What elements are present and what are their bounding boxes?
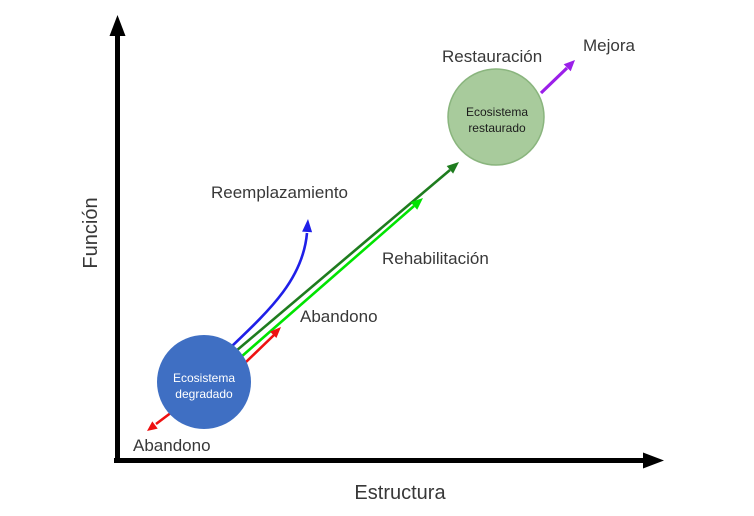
improvement-arrow: [539, 66, 569, 95]
restored-ecosystem-circle: [447, 68, 545, 166]
abandonment-label-lower: Abandono: [133, 436, 211, 455]
rehabilitation-arrowhead: [410, 198, 423, 210]
x-axis-label: Estructura: [354, 482, 446, 504]
x-axis-arrowhead: [643, 452, 664, 469]
rehabilitation-arrow: [240, 205, 415, 358]
restored-ecosystem-label-line2: restaurado: [468, 121, 526, 135]
abandonment-arrow-down: [155, 410, 173, 426]
degraded-ecosystem-label-line1: Ecosistema: [173, 371, 235, 385]
rehabilitation-label: Rehabilitación: [382, 249, 489, 268]
abandonment-arrowhead-up: [270, 327, 281, 338]
improvement-label: Mejora: [583, 36, 636, 55]
improvement-arrowhead: [563, 60, 575, 72]
degraded-ecosystem-label-line2: degradado: [175, 387, 233, 401]
restoration-arrow: [235, 169, 451, 352]
abandonment-arrow-up: [245, 334, 275, 363]
y-axis-label: Función: [80, 197, 102, 268]
restoration-label: Restauración: [442, 47, 542, 66]
abandonment-arrowhead-down: [147, 421, 158, 431]
replacement-label: Reemplazamiento: [211, 183, 348, 202]
y-axis-arrowhead: [109, 15, 126, 36]
abandonment-label-upper: Abandono: [300, 307, 378, 326]
replacement-arrowhead: [302, 219, 313, 233]
restoration-arrowhead: [446, 162, 459, 174]
restored-ecosystem-label-line1: Ecosistema: [466, 105, 528, 119]
replacement-arrow: [230, 232, 309, 348]
degraded-ecosystem-circle: [157, 335, 251, 429]
